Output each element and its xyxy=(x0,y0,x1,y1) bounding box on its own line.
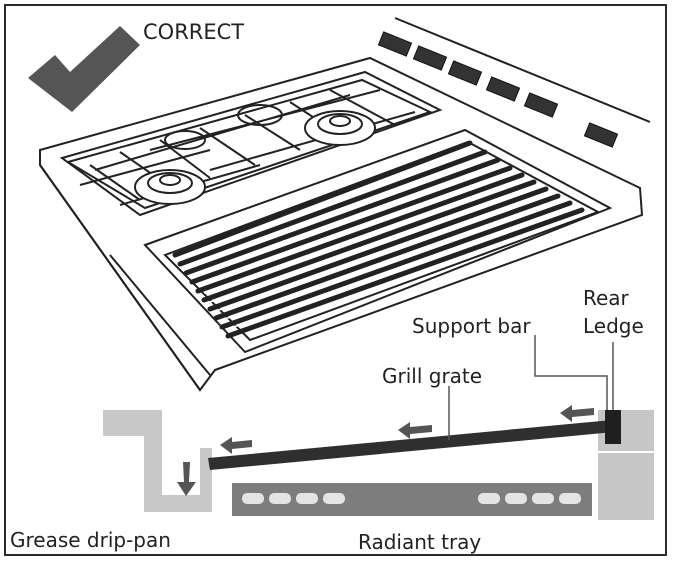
label-radiant-tray: Radiant tray xyxy=(358,530,482,554)
checkmark-icon xyxy=(28,26,140,112)
radiant-tray-shape xyxy=(232,483,592,516)
arrow-down-icon xyxy=(177,462,196,496)
label-rear: Rear xyxy=(583,286,629,310)
grill-grate-bar xyxy=(208,420,614,470)
backguard-edge xyxy=(394,17,651,123)
label-support-bar: Support bar xyxy=(412,314,531,338)
label-grill-grate: Grill grate xyxy=(382,364,483,388)
callout-lines xyxy=(448,335,614,440)
cooktop xyxy=(39,56,644,392)
arrow-left-icon xyxy=(220,405,594,454)
backguard-vents xyxy=(377,31,619,148)
grill-grate-illustration xyxy=(172,140,585,339)
badge-correct: CORRECT xyxy=(143,20,245,44)
support-bar-block xyxy=(605,410,621,444)
radiant-tray-holes xyxy=(242,493,581,504)
grease-drip-pan-shape xyxy=(103,410,212,512)
label-ledge: Ledge xyxy=(583,314,644,338)
label-grease-drip-pan: Grease drip-pan xyxy=(10,528,171,552)
